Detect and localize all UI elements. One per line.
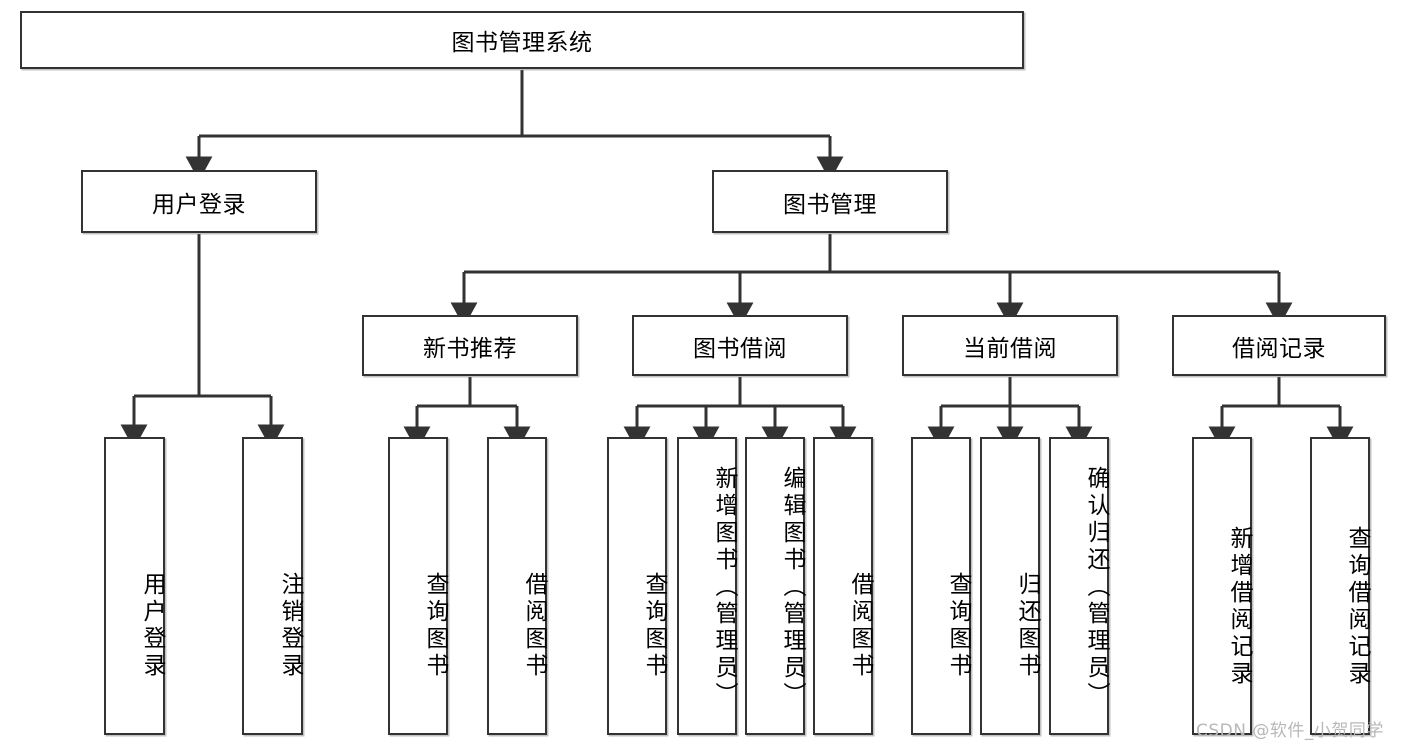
- leaf-book-borrow-1[interactable]: 查询图书: [607, 437, 667, 735]
- leaf-user-login-2-label: 注销登录: [277, 572, 303, 680]
- leaf-current-borrow-1-label: 查询图书: [945, 572, 971, 680]
- leaf-book-borrow-3[interactable]: 编辑图书（管理员）: [745, 437, 805, 735]
- leaf-new-book-rec-2[interactable]: 借阅图书: [487, 437, 547, 735]
- leaf-book-borrow-2-label: 新增图书（管理员）: [711, 465, 737, 709]
- node-user-login[interactable]: 用户登录: [81, 170, 317, 233]
- leaf-current-borrow-1[interactable]: 查询图书: [911, 437, 971, 735]
- leaf-book-borrow-1-label: 查询图书: [641, 572, 667, 680]
- leaf-new-book-rec-1[interactable]: 查询图书: [388, 437, 448, 735]
- node-user-login-label: 用户登录: [152, 191, 246, 218]
- leaf-current-borrow-2-label: 归还图书: [1014, 572, 1040, 680]
- leaf-user-login-1-label: 用户登录: [139, 572, 165, 680]
- node-new-book-rec-label: 新书推荐: [423, 335, 517, 362]
- leaf-book-borrow-4-label: 借阅图书: [847, 572, 873, 680]
- leaf-borrow-record-1[interactable]: 新增借阅记录: [1192, 437, 1252, 735]
- node-book-manage-label: 图书管理: [783, 191, 877, 218]
- node-current-borrow[interactable]: 当前借阅: [902, 315, 1118, 376]
- leaf-borrow-record-2-label: 查询借阅记录: [1344, 526, 1370, 688]
- node-borrow-record-label: 借阅记录: [1232, 335, 1326, 362]
- leaf-new-book-rec-2-label: 借阅图书: [521, 572, 547, 680]
- node-new-book-rec[interactable]: 新书推荐: [362, 315, 578, 376]
- node-root[interactable]: 图书管理系统: [20, 11, 1024, 69]
- leaf-current-borrow-2[interactable]: 归还图书: [980, 437, 1040, 735]
- node-book-borrow-label: 图书借阅: [693, 335, 787, 362]
- node-current-borrow-label: 当前借阅: [963, 335, 1057, 362]
- node-book-manage[interactable]: 图书管理: [712, 170, 948, 233]
- leaf-user-login-2[interactable]: 注销登录: [242, 437, 303, 735]
- leaf-borrow-record-1-label: 新增借阅记录: [1226, 526, 1252, 688]
- leaf-new-book-rec-1-label: 查询图书: [422, 572, 448, 680]
- leaf-current-borrow-3-label: 确认归还（管理员）: [1083, 465, 1109, 709]
- node-borrow-record[interactable]: 借阅记录: [1172, 315, 1386, 376]
- leaf-current-borrow-3[interactable]: 确认归还（管理员）: [1049, 437, 1109, 735]
- leaf-borrow-record-2[interactable]: 查询借阅记录: [1310, 437, 1370, 735]
- leaf-user-login-1[interactable]: 用户登录: [104, 437, 165, 735]
- leaf-book-borrow-3-label: 编辑图书（管理员）: [779, 465, 805, 709]
- node-book-borrow[interactable]: 图书借阅: [632, 315, 848, 376]
- leaf-book-borrow-2[interactable]: 新增图书（管理员）: [677, 437, 737, 735]
- node-root-label: 图书管理系统: [451, 30, 593, 56]
- leaf-book-borrow-4[interactable]: 借阅图书: [813, 437, 873, 735]
